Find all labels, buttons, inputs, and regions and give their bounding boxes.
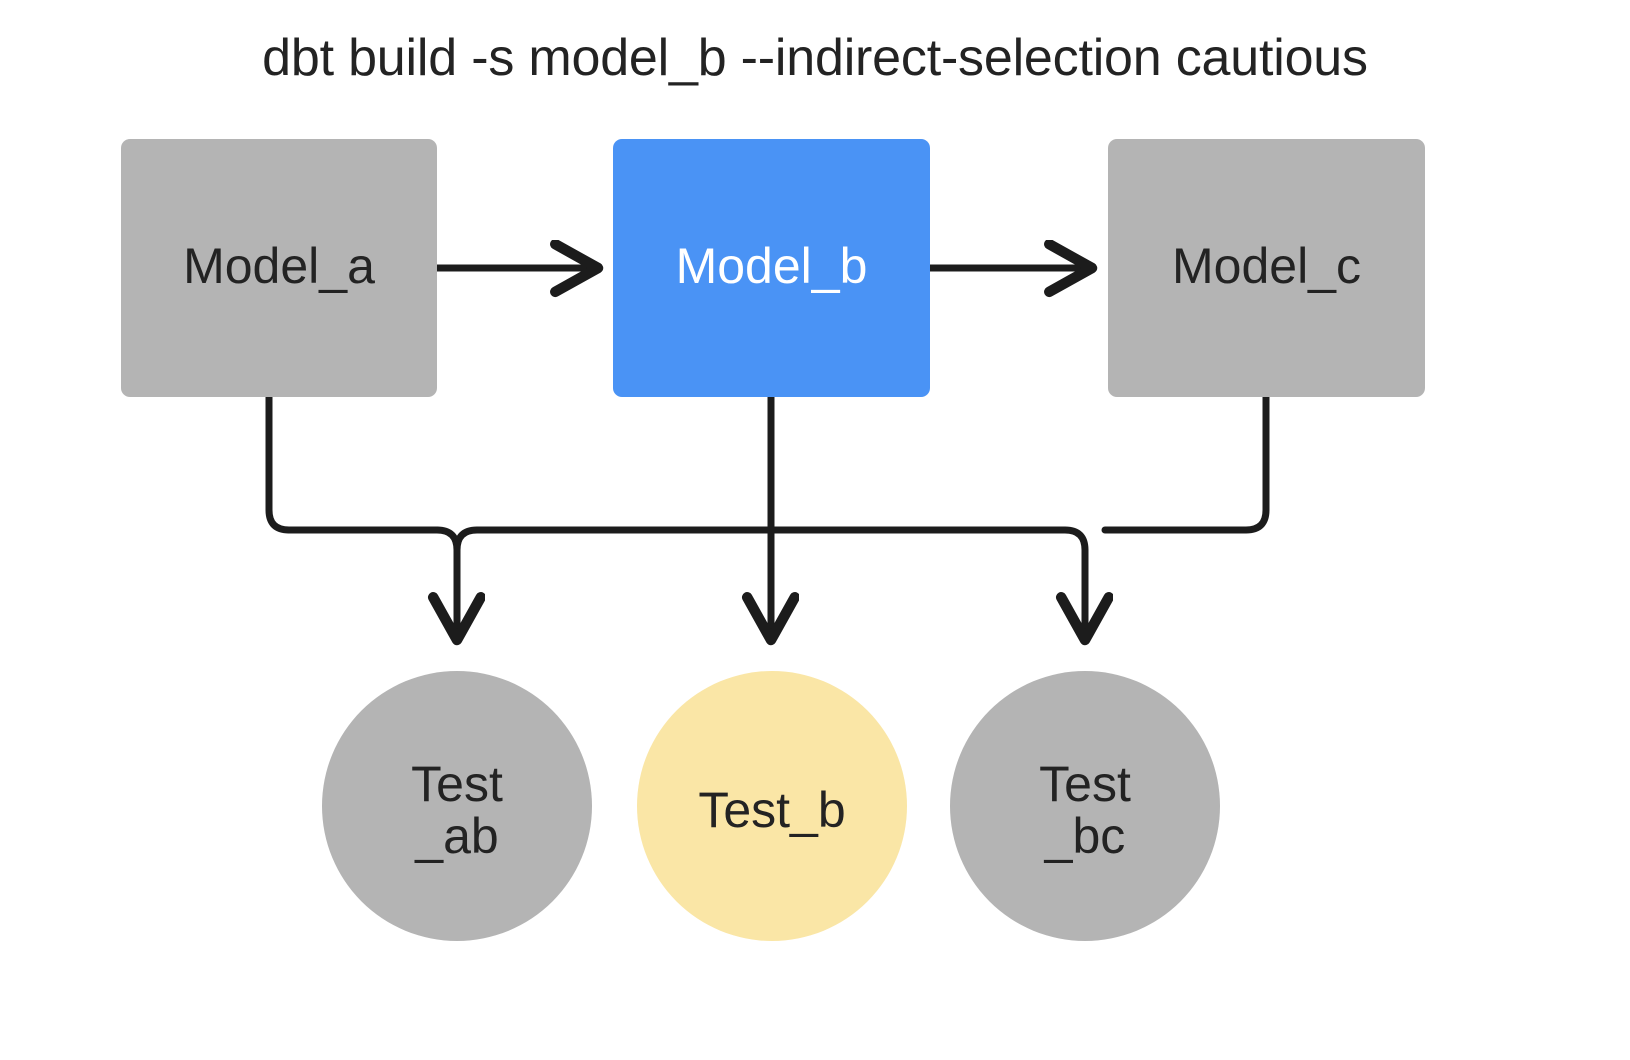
node-model-c[interactable]: Model_c [1108,139,1425,397]
node-model-c-label: Model_c [1172,238,1361,294]
node-test-ab-label: Test _ab [411,755,503,864]
node-model-b[interactable]: Model_b [613,139,930,397]
edge-model-b-to-bus-right [767,526,1085,640]
diagram-title: dbt build -s model_b --indirect-selectio… [262,29,1368,87]
edge-model-c-to-bus [1101,393,1270,534]
node-test-bc-label: Test _bc [1039,755,1131,864]
node-test-bc[interactable]: Test _bc [950,671,1220,941]
node-test-ab[interactable]: Test _ab [322,671,592,941]
node-test-b-label: Test_b [698,781,846,838]
node-model-a-label: Model_a [183,238,375,294]
node-model-b-label: Model_b [675,238,868,294]
node-model-a[interactable]: Model_a [121,139,437,397]
edge-model-b-to-bus-left [453,526,775,554]
edge-model-a-to-bus [265,393,441,534]
node-test-b[interactable]: Test_b [637,671,907,941]
edge-bus-to-test-ab [285,526,457,640]
